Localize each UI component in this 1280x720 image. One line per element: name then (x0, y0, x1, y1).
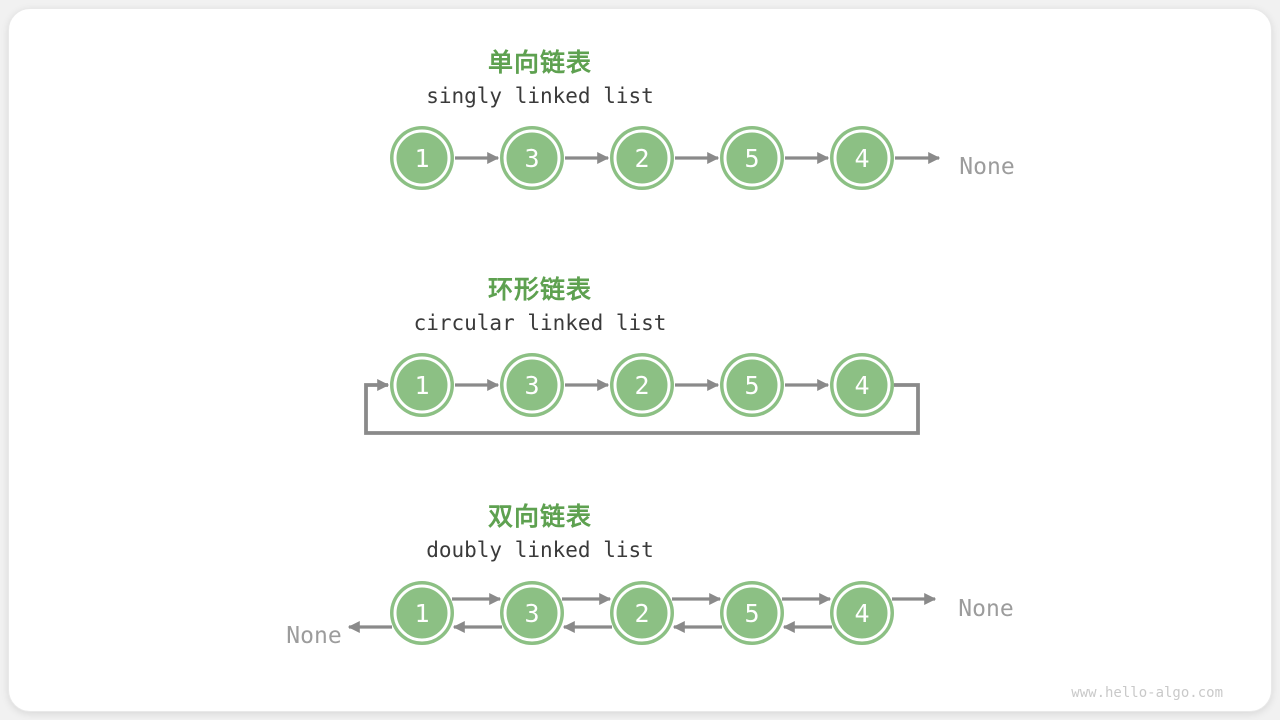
list-node: 3 (500, 353, 564, 417)
node-value: 5 (744, 371, 759, 400)
node-value: 5 (744, 144, 759, 173)
node-circle (830, 126, 894, 190)
list-node: 4 (830, 581, 894, 645)
doubly-tail-none-label: None (958, 596, 1014, 622)
list-node: 4 (830, 126, 894, 190)
node-value: 4 (854, 371, 869, 400)
node-value: 3 (524, 144, 539, 173)
node-value: 1 (414, 599, 429, 628)
node-value: 2 (634, 144, 649, 173)
node-value: 2 (634, 371, 649, 400)
node-ring (503, 356, 561, 414)
list-node: 3 (500, 126, 564, 190)
node-ring (613, 129, 671, 187)
node-ring (613, 356, 671, 414)
node-circle (390, 581, 454, 645)
node-ring (723, 356, 781, 414)
node-value: 3 (524, 599, 539, 628)
list-node: 3 (500, 581, 564, 645)
node-ring (723, 129, 781, 187)
list-node: 1 (390, 581, 454, 645)
doubly-linked-list-row: 1 3 2 5 4 (347, 581, 937, 645)
node-circle (390, 353, 454, 417)
node-value: 2 (634, 599, 649, 628)
node-circle (830, 581, 894, 645)
list-node: 5 (720, 581, 784, 645)
node-ring (503, 129, 561, 187)
list-node: 2 (610, 353, 674, 417)
singly-title-zh: 单向链表 (487, 49, 593, 77)
list-node: 5 (720, 353, 784, 417)
singly-title-en: singly linked list (426, 84, 654, 108)
watermark: www.hello-algo.com (1071, 685, 1223, 701)
doubly-title-en: doubly linked list (426, 538, 654, 562)
node-value: 1 (414, 144, 429, 173)
node-value: 4 (854, 599, 869, 628)
diagram-card: 单向链表 singly linked list 环形链表 circular li… (8, 8, 1272, 712)
node-circle (720, 581, 784, 645)
singly-linked-list-row: 1 3 2 5 4 (390, 126, 941, 190)
list-node: 1 (390, 126, 454, 190)
node-ring (393, 584, 451, 642)
list-node: 2 (610, 126, 674, 190)
node-value: 4 (854, 144, 869, 173)
circular-linked-list-row: 1 3 2 5 4 (364, 353, 920, 435)
node-circle (390, 126, 454, 190)
doubly-title-zh: 双向链表 (487, 503, 593, 531)
node-ring (503, 584, 561, 642)
node-circle (720, 126, 784, 190)
node-ring (613, 584, 671, 642)
node-value: 5 (744, 599, 759, 628)
circular-title-en: circular linked list (413, 311, 667, 335)
node-circle (610, 581, 674, 645)
node-circle (500, 353, 564, 417)
node-circle (610, 126, 674, 190)
circular-title-zh: 环形链表 (487, 276, 593, 304)
node-ring (723, 584, 781, 642)
list-node: 1 (390, 353, 454, 417)
node-circle (720, 353, 784, 417)
node-ring (393, 356, 451, 414)
singly-tail-none-label: None (959, 154, 1015, 180)
loop-back-connector (364, 379, 920, 435)
node-circle (830, 353, 894, 417)
node-value: 3 (524, 371, 539, 400)
linked-list-diagram: 1 3 2 5 4 (347, 126, 941, 645)
node-circle (610, 353, 674, 417)
node-ring (393, 129, 451, 187)
node-ring (833, 584, 891, 642)
node-ring (833, 356, 891, 414)
node-value: 1 (414, 371, 429, 400)
list-node: 5 (720, 126, 784, 190)
list-node: 4 (830, 353, 894, 417)
doubly-head-none-label: None (286, 623, 342, 649)
node-ring (833, 129, 891, 187)
node-circle (500, 581, 564, 645)
node-circle (500, 126, 564, 190)
list-node: 2 (610, 581, 674, 645)
